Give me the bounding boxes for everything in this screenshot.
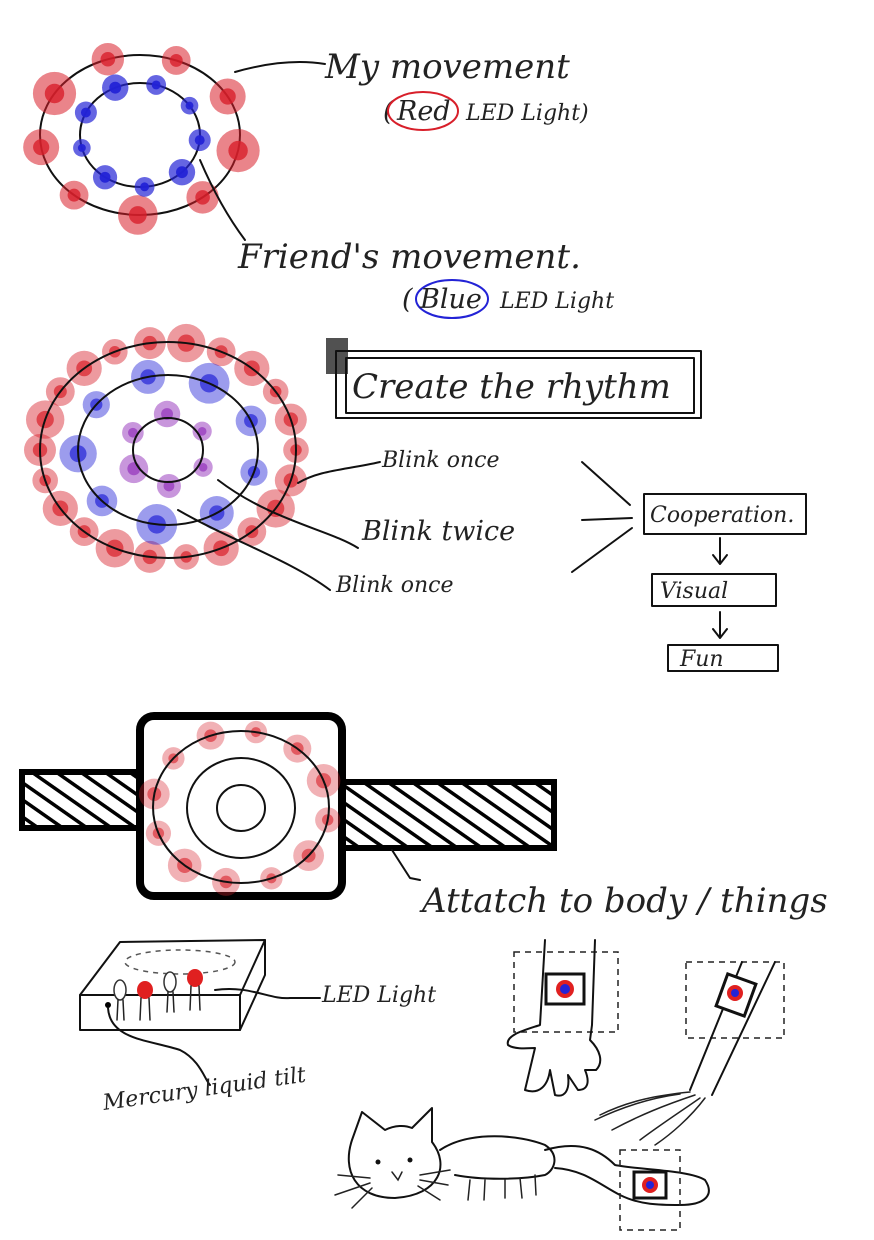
visual-label: Visual <box>660 579 728 604</box>
box-front <box>79 994 241 1031</box>
dashed-frame <box>513 951 619 1033</box>
led-dot-core <box>77 143 86 152</box>
leg-illustration <box>594 961 785 1146</box>
arrow-mid <box>581 517 633 521</box>
mercury-label: Mercury liquid tilt <box>100 1063 307 1116</box>
led-dot-core <box>80 107 91 118</box>
led-dot-core <box>169 53 183 67</box>
friends-movement-label: Friend's movement. <box>237 237 581 277</box>
attach-label: Attatch to body / things <box>419 881 828 921</box>
device-outer-ring <box>152 730 330 884</box>
dashed-frame <box>685 961 785 1039</box>
movement-ring-diagram <box>23 43 260 235</box>
led-dot-core <box>176 166 188 179</box>
led-dot-core <box>33 139 50 156</box>
led-dot-core <box>198 462 208 472</box>
led-dot-core <box>163 480 175 492</box>
fun-label: Fun <box>679 647 724 672</box>
cat-whiskers <box>334 1169 451 1209</box>
my-movement-leader <box>234 61 326 73</box>
led-dot-group <box>138 720 341 896</box>
rhythm-title-box-outer <box>335 350 702 419</box>
blink-once-leader <box>297 461 381 484</box>
led-box-illustration <box>79 939 266 1031</box>
hand-outline <box>506 939 602 1097</box>
cat-illustration <box>334 1107 710 1231</box>
box-side <box>239 939 266 1031</box>
led-dot-core <box>140 182 150 192</box>
arrow-top <box>581 461 631 506</box>
fun-box <box>667 644 779 672</box>
dashed-frame <box>619 1149 681 1231</box>
cooperation-label: Cooperation. <box>650 503 794 528</box>
strap-right <box>339 779 557 851</box>
friends-movement-leader <box>199 159 246 241</box>
led-dot-core <box>219 88 236 105</box>
my-movement-label: My movement <box>324 47 570 87</box>
paw-fur <box>594 1091 706 1146</box>
cat-mouth <box>391 1171 403 1182</box>
cat-head <box>347 1107 442 1199</box>
mercury-leader <box>107 1007 211 1086</box>
red-led-label: LED Light) <box>465 101 589 126</box>
led-dot-core <box>161 408 173 420</box>
led-bulb <box>187 969 203 1011</box>
led-dot-group <box>23 43 260 235</box>
led-dot-core <box>151 80 161 90</box>
create-rhythm-title: Create the rhythm <box>352 367 671 407</box>
blink-once-leader-2 <box>177 509 331 591</box>
led-dot-core <box>197 426 207 436</box>
cooperation-box <box>643 493 807 535</box>
rhythm-inner-ring <box>132 417 204 483</box>
rhythm-title-box-inner <box>345 357 695 414</box>
blink-twice-label: Blink twice <box>361 516 515 547</box>
cat-body <box>439 1135 556 1180</box>
led-dot-group <box>24 323 309 573</box>
led-dot-core <box>128 427 138 438</box>
attach-leader <box>391 849 421 881</box>
rhythm-middle-ring <box>77 374 259 526</box>
led-dot-core <box>185 101 194 110</box>
device-body <box>136 712 346 900</box>
led-dot-core <box>228 140 248 161</box>
led-dot-core <box>195 190 210 205</box>
led-leader <box>214 988 321 1000</box>
arrow-bottom <box>571 527 633 573</box>
led-light-label: LED Light <box>321 983 436 1008</box>
visual-box <box>651 573 777 607</box>
red-highlight-circle <box>387 91 459 131</box>
blink-once-label-2: Blink once <box>335 573 454 598</box>
blue-led-label: LED Light <box>499 289 614 314</box>
led-bulb <box>137 981 153 1021</box>
led-dot-core <box>100 51 116 67</box>
blink-once-label-1: Blink once <box>381 448 500 473</box>
blue-open-paren: ( <box>402 284 414 315</box>
arrow-down-1 <box>712 537 728 565</box>
wrist-device <box>544 972 586 1006</box>
led-dot-core <box>44 83 65 104</box>
led-dot-core <box>67 188 81 202</box>
hand-illustration <box>506 939 619 1097</box>
blink-twice-leader <box>217 479 359 549</box>
blue-highlight-circle <box>415 279 489 319</box>
blue-word: Blue <box>419 284 482 315</box>
rhythm-outer-ring <box>39 341 297 559</box>
led-dot-core <box>99 171 111 183</box>
led-dot-core <box>109 81 122 94</box>
wearable-device <box>19 712 557 900</box>
cat-tail <box>544 1145 710 1206</box>
box-dashed-outline <box>124 949 236 975</box>
arrow-down-2 <box>712 611 728 639</box>
cat-legs <box>467 1174 537 1201</box>
strap-left <box>19 769 143 831</box>
rhythm-ring-diagram <box>24 323 309 573</box>
device-inner-ring <box>216 784 266 832</box>
device-middle-ring <box>186 757 296 859</box>
tilt-sensor <box>163 971 177 1013</box>
led-dot-core <box>194 135 205 146</box>
red-word: Red <box>396 96 451 127</box>
led-dot-core <box>128 206 147 224</box>
tilt-sensor <box>113 979 127 1021</box>
